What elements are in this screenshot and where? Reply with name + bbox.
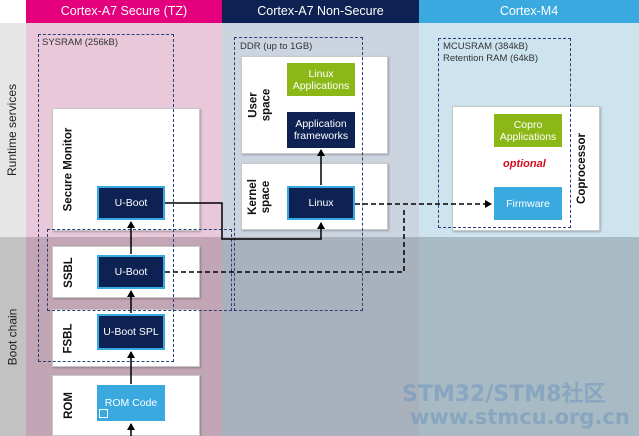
header-corner <box>0 0 26 23</box>
row-label-background-runtime <box>0 23 26 237</box>
ddr-boundary <box>234 37 363 311</box>
uboot-spl-block: U-Boot SPL <box>97 314 165 350</box>
memory-label-ddr: DDR (up to 1GB) <box>240 41 313 52</box>
uboot-ssbl-block: U-Boot <box>97 255 165 289</box>
sysram-boundary <box>38 34 174 362</box>
column-header-nonsecure: Cortex-A7 Non-Secure <box>222 0 419 23</box>
rom-code-block: ROM Code <box>97 385 165 421</box>
mcusram-boundary <box>438 38 571 228</box>
memory-label-mcusram: MCUSRAM (384kB) <box>443 41 528 52</box>
linux-block: Linux <box>287 186 355 220</box>
ssbl-to-coprocessor-dashed-line <box>165 207 405 273</box>
copro-applications-block: Copro Applications <box>494 114 562 147</box>
uboot-secure-block: U-Boot <box>97 186 165 220</box>
optional-label: optional <box>503 158 546 170</box>
column-header-secure: Cortex-A7 Secure (TZ) <box>26 0 222 23</box>
column-header-m4: Cortex-M4 <box>419 0 639 23</box>
application-frameworks-block: Application frameworks <box>287 112 355 148</box>
ddr-secure-extension-boundary <box>47 229 232 311</box>
firmware-block: Firmware <box>494 187 562 220</box>
watermark-url: www.stmcu.org.cn <box>410 405 630 429</box>
lock-icon <box>99 409 108 418</box>
nonsecure-boot-area <box>222 237 419 436</box>
watermark-title: STM32/STM8社区 <box>402 382 606 407</box>
linux-applications-block: Linux Applications <box>287 63 355 96</box>
m4-boot-area <box>419 237 639 436</box>
secure-uboot-to-linux-line <box>165 202 325 240</box>
row-label-background-boot <box>0 237 26 436</box>
memory-label-sysram: SYSRAM (256kB) <box>42 37 119 48</box>
memory-label-retention: Retention RAM (64kB) <box>443 53 539 64</box>
